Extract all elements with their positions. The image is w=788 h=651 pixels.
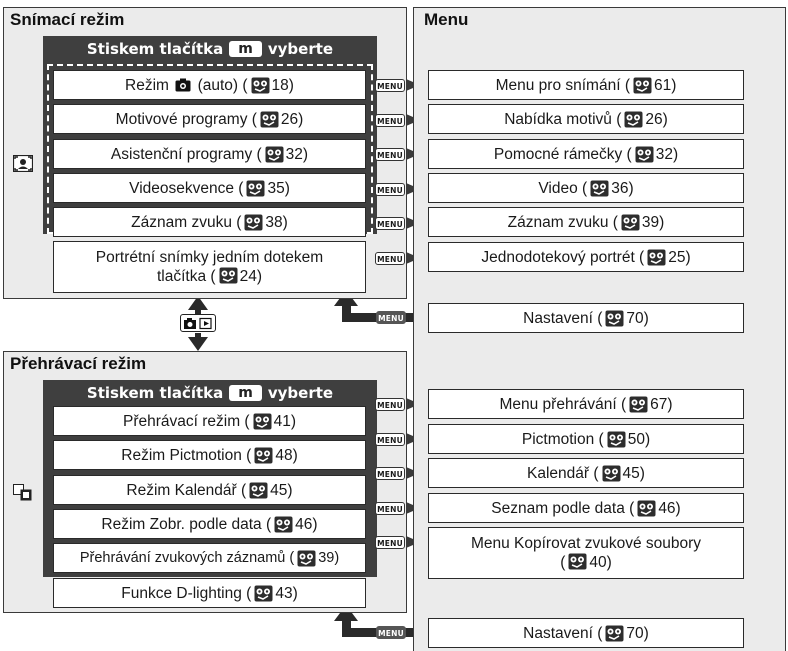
- menu-item-shooting-menu[interactable]: Menu pro snímání (61): [428, 70, 744, 100]
- shooting-item-assist[interactable]: Asistenční programy (32): [53, 139, 366, 169]
- menu-button-icon: MENU: [375, 536, 405, 549]
- menu-button-icon: MENU: [375, 252, 405, 265]
- menu-item-playback-menu[interactable]: Menu přehrávání (67): [428, 389, 744, 419]
- menu-button-icon: MENU: [375, 183, 405, 196]
- menu-key-icon: m: [229, 41, 262, 57]
- menu-button-icon: MENU: [376, 311, 406, 324]
- menu-button-icon: MENU: [375, 502, 405, 515]
- page-reference-icon: [249, 482, 268, 499]
- page-reference-icon: [244, 214, 263, 231]
- menu-item-scene-menu[interactable]: Nabídka motivů (26): [428, 104, 744, 134]
- playback-group-header: Stiskem tlačítka m vyberte: [86, 384, 334, 402]
- calendar-list-icon: [13, 484, 32, 501]
- shooting-item-one-touch-portrait[interactable]: Portrétní snímky jedním dotekem tlačítka…: [53, 241, 366, 293]
- shooting-item-movie[interactable]: Videosekvence (35): [53, 173, 366, 203]
- playback-item-playback-mode[interactable]: Přehrávací režim (41): [53, 406, 366, 436]
- shooting-item-voice[interactable]: Záznam zvuku (38): [53, 207, 366, 237]
- menu-item-list-by-date[interactable]: Seznam podle data (46): [428, 493, 744, 523]
- menu-button-icon: MENU: [375, 467, 405, 480]
- playback-item-d-lighting[interactable]: Funkce D-lighting (43): [53, 578, 366, 608]
- shooting-selection-group: Stiskem tlačítka m vyberte: [43, 36, 377, 234]
- page-reference-icon: [647, 249, 666, 266]
- page-reference-icon: [274, 516, 293, 533]
- page-reference-icon: [624, 111, 643, 128]
- page-reference-icon: [605, 310, 624, 327]
- page-reference-icon: [251, 77, 270, 94]
- playback-item-pictmotion[interactable]: Režim Pictmotion (48): [53, 440, 366, 470]
- page-reference-icon: [297, 550, 316, 567]
- page-reference-icon: [254, 585, 273, 602]
- page-reference-icon: [602, 465, 621, 482]
- page-reference-icon: [260, 111, 279, 128]
- menu-button-icon: MENU: [375, 79, 405, 92]
- menu-button-icon: MENU: [376, 626, 406, 639]
- page-reference-icon: [590, 180, 609, 197]
- menu-item-calendar[interactable]: Kalendář (45): [428, 458, 744, 488]
- page-reference-icon: [568, 553, 587, 570]
- playback-mode-title: Přehrávací režim: [10, 354, 147, 373]
- page-reference-icon: [219, 267, 238, 284]
- shooting-item-scene[interactable]: Motivové programy (26): [53, 104, 366, 134]
- menu-title: Menu: [424, 10, 469, 29]
- playback-item-voice-playback[interactable]: Přehrávání zvukových záznamů (39): [53, 543, 366, 573]
- page-reference-icon: [607, 431, 626, 448]
- page-reference-icon: [629, 396, 648, 413]
- shooting-item-auto[interactable]: Režim (auto) (18): [53, 70, 366, 100]
- menu-item-copy-voice-files[interactable]: Menu Kopírovat zvukové soubory (40): [428, 527, 744, 579]
- camera-playback-toggle-icon: [180, 314, 216, 332]
- menu-button-icon: MENU: [375, 114, 405, 127]
- menu-button-icon: MENU: [375, 398, 405, 411]
- page-reference-icon: [265, 146, 284, 163]
- menu-item-setup-bottom[interactable]: Nastavení (70): [428, 618, 744, 648]
- menu-item-assist-frames[interactable]: Pomocné rámečky (32): [428, 139, 744, 169]
- page-reference-icon: [633, 77, 652, 94]
- page-reference-icon: [635, 146, 654, 163]
- page-reference-icon: [246, 180, 265, 197]
- menu-item-setup-top[interactable]: Nastavení (70): [428, 303, 744, 333]
- menu-item-one-touch-portrait[interactable]: Jednodotekový portrét (25): [428, 242, 744, 272]
- page-reference-icon: [254, 447, 273, 464]
- page-reference-icon: [637, 500, 656, 517]
- page-reference-icon: [605, 625, 624, 642]
- mode-switch-arrow: [188, 296, 208, 351]
- playback-item-list-by-date[interactable]: Režim Zobr. podle data (46): [53, 509, 366, 539]
- camera-icon: [175, 78, 191, 92]
- menu-button-icon: MENU: [375, 148, 405, 161]
- shooting-group-header: Stiskem tlačítka m vyberte: [86, 40, 334, 58]
- page-reference-icon: [253, 413, 272, 430]
- face-priority-icon: [13, 155, 33, 172]
- playback-item-calendar[interactable]: Režim Kalendář (45): [53, 475, 366, 505]
- menu-button-icon: MENU: [375, 217, 405, 230]
- page-reference-icon: [621, 214, 640, 231]
- menu-item-pictmotion[interactable]: Pictmotion (50): [428, 424, 744, 454]
- menu-item-video[interactable]: Video (36): [428, 173, 744, 203]
- menu-item-voice-recording[interactable]: Záznam zvuku (39): [428, 207, 744, 237]
- menu-button-icon: MENU: [375, 433, 405, 446]
- shooting-mode-title: Snímací režim: [10, 10, 125, 29]
- menu-key-icon: m: [229, 385, 262, 401]
